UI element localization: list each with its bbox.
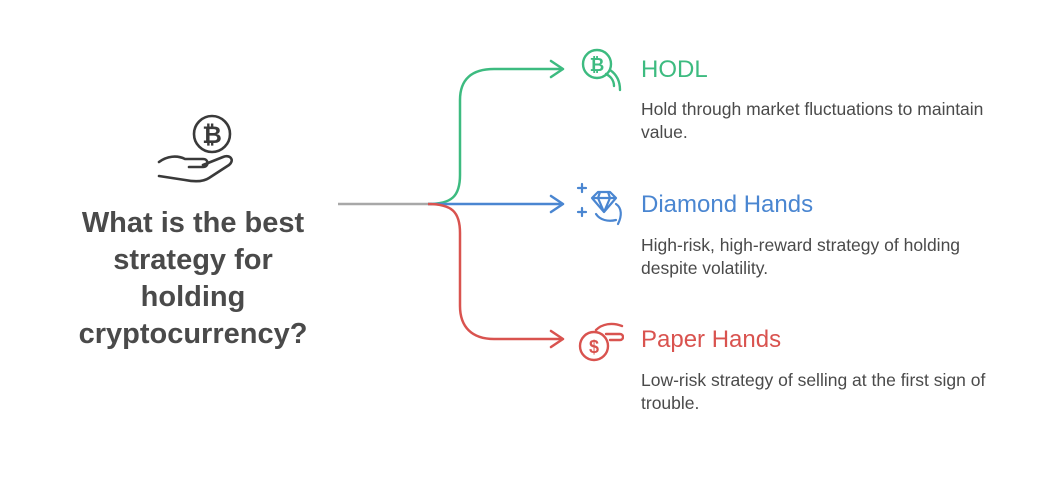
option-title-hodl: HODL xyxy=(641,56,708,83)
svg-text:₿: ₿ xyxy=(590,55,605,75)
arrow-hodl xyxy=(549,59,565,79)
option-description-paper-hands: Low-risk strategy of selling at the firs… xyxy=(641,370,986,413)
question-line: strategy for xyxy=(113,244,273,276)
question-line: What is the best xyxy=(81,207,305,239)
svg-text:₿: ₿ xyxy=(202,122,222,149)
bitcoin-hand-icon: ₿ xyxy=(581,48,622,92)
option-description-hodl: Hold through market fluctuations to main… xyxy=(641,99,984,142)
central-question: What is the best strategy for holding cr… xyxy=(62,205,324,353)
question-line: holding xyxy=(140,281,246,313)
diamond-hand-icon xyxy=(576,182,622,226)
option-title-paper-hands: Paper Hands xyxy=(641,326,782,353)
svg-text:$: $ xyxy=(589,337,599,357)
option-description-diamond-hands: High-risk, high-reward strategy of holdi… xyxy=(641,235,961,278)
branch-paper xyxy=(427,202,562,341)
question-line: cryptocurrency? xyxy=(78,318,308,350)
branch-hodl xyxy=(427,67,562,206)
arrow-diamond xyxy=(549,194,565,214)
bitcoin-hand-icon: ₿ xyxy=(157,114,233,183)
option-title-diamond-hands: Diamond Hands xyxy=(641,191,814,218)
dollar-hand-icon: $ xyxy=(578,322,624,362)
arrow-paper xyxy=(549,329,565,349)
